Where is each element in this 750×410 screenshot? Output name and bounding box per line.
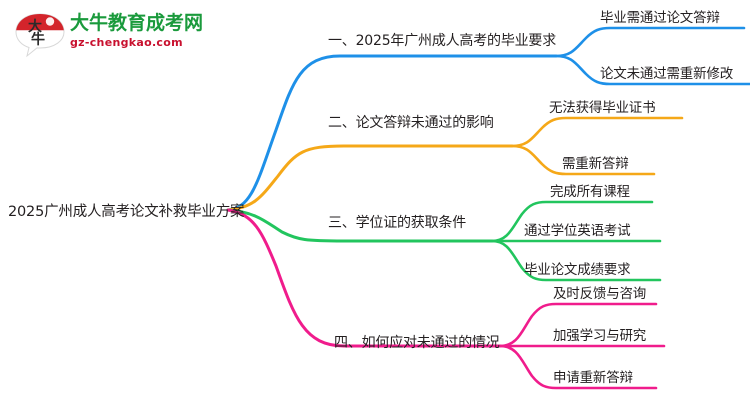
- mindmap-branch-3-label[interactable]: 三、学位证的获取条件: [328, 215, 466, 231]
- logo-title: 大牛教育成考网: [70, 12, 204, 34]
- mindmap-branch-1-label[interactable]: 一、2025年广州成人高考的毕业要求: [328, 33, 557, 49]
- mindmap-leaf-1-2[interactable]: 论文未通过需重新修改: [600, 66, 733, 82]
- mindmap-branch-2-label[interactable]: 二、论文答辩未通过的影响: [328, 115, 494, 131]
- logo-text: 大牛教育成考网 gz-chengkao.com: [70, 12, 222, 50]
- svg-text:牛: 牛: [31, 31, 45, 48]
- svg-text:大: 大: [28, 18, 42, 35]
- mindmap-leaf-3-1[interactable]: 完成所有课程: [550, 184, 630, 200]
- mindmap-leaf-1-1[interactable]: 毕业需通过论文答辩: [600, 10, 720, 26]
- mindmap-branch-4-label[interactable]: 四、如何应对未通过的情况: [334, 335, 500, 351]
- mindmap-leaf-4-3[interactable]: 申请重新答辩: [553, 370, 633, 386]
- mindmap-leaf-4-1[interactable]: 及时反馈与咨询: [553, 286, 647, 302]
- mindmap-leaf-3-3[interactable]: 毕业论文成绩要求: [524, 262, 631, 278]
- mindmap-leaf-4-2[interactable]: 加强学习与研究: [553, 328, 647, 344]
- branch-3-connectors: [226, 200, 662, 282]
- mindmap-root-node[interactable]: 2025广州成人高考论文补救毕业方案: [8, 204, 245, 220]
- mindmap-leaf-2-1[interactable]: 无法获得毕业证书: [549, 100, 656, 116]
- mindmap-leaf-2-2[interactable]: 需重新答辩: [562, 156, 629, 172]
- branch-2-connectors: [226, 116, 684, 212]
- branch-1-connectors: [226, 26, 750, 212]
- branch-4-connectors: [226, 208, 666, 390]
- logo-subtitle: gz-chengkao.com: [70, 36, 183, 49]
- mindmap-leaf-3-2[interactable]: 通过学位英语考试: [524, 223, 631, 239]
- site-logo: 大 牛 大牛教育成考网 gz-chengkao.com: [14, 10, 224, 58]
- logo-speech-bubble-icon: 大 牛: [15, 13, 65, 58]
